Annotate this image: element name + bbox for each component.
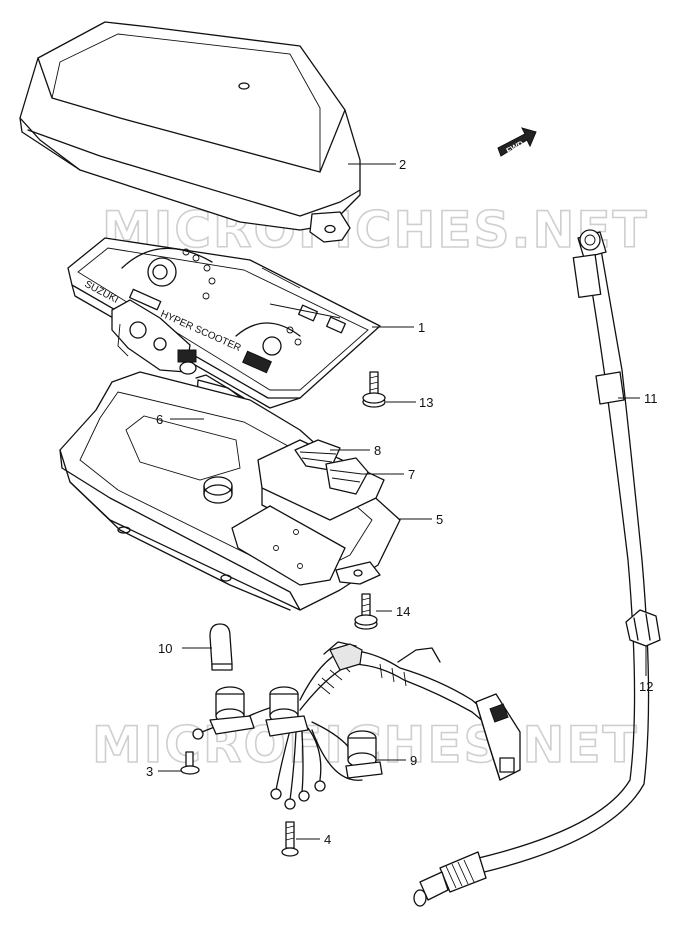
callout-1: 1 xyxy=(372,320,425,335)
callout-13: 13 xyxy=(386,395,433,410)
callout-label-8: 8 xyxy=(374,443,381,458)
callout-label-10: 10 xyxy=(158,641,172,656)
callout-label-7: 7 xyxy=(408,467,415,482)
meter-case xyxy=(59,371,401,611)
callout-8: 8 xyxy=(330,443,381,458)
callout-10: 10 xyxy=(158,641,212,656)
screw-3 xyxy=(180,751,200,775)
socket-middle xyxy=(265,686,309,737)
screw-4 xyxy=(281,821,299,857)
bulb-10 xyxy=(209,623,233,671)
callout-label-1: 1 xyxy=(418,320,425,335)
screw-13 xyxy=(362,371,386,408)
callout-5: 5 xyxy=(398,512,443,527)
indicator-lens-8 xyxy=(294,439,341,471)
callout-label-13: 13 xyxy=(419,395,433,410)
callout-label-11: 11 xyxy=(644,391,658,406)
callout-label-5: 5 xyxy=(436,512,443,527)
callout-label-6: 6 xyxy=(156,412,163,427)
meter-cover xyxy=(19,21,361,243)
callout-6: 6 xyxy=(156,412,204,427)
wire-harness xyxy=(192,641,521,810)
callout-label-14: 14 xyxy=(396,604,410,619)
indicator-lens-7 xyxy=(325,457,369,495)
callout-label-2: 2 xyxy=(399,157,406,172)
speedometer-cable xyxy=(413,229,650,907)
callout-7: 7 xyxy=(362,467,415,482)
callout-label-3: 3 xyxy=(146,764,153,779)
callout-label-12: 12 xyxy=(639,679,653,694)
callout-3: 3 xyxy=(146,764,182,779)
callout-label-9: 9 xyxy=(410,753,417,768)
watermark-top: MICROFICHES.NET xyxy=(102,201,649,259)
callout-12: 12 xyxy=(639,646,653,694)
cable-clamp-12 xyxy=(625,609,661,647)
callout-9: 9 xyxy=(376,753,417,768)
socket-left xyxy=(209,686,255,735)
callout-2: 2 xyxy=(348,157,406,172)
callout-14: 14 xyxy=(376,604,410,619)
fwd-arrow-icon: FWD xyxy=(497,127,537,157)
callout-11: 11 xyxy=(618,391,658,406)
callout-4: 4 xyxy=(296,832,331,847)
socket-9 xyxy=(345,730,383,779)
callout-label-4: 4 xyxy=(324,832,331,847)
screw-14 xyxy=(354,593,378,630)
